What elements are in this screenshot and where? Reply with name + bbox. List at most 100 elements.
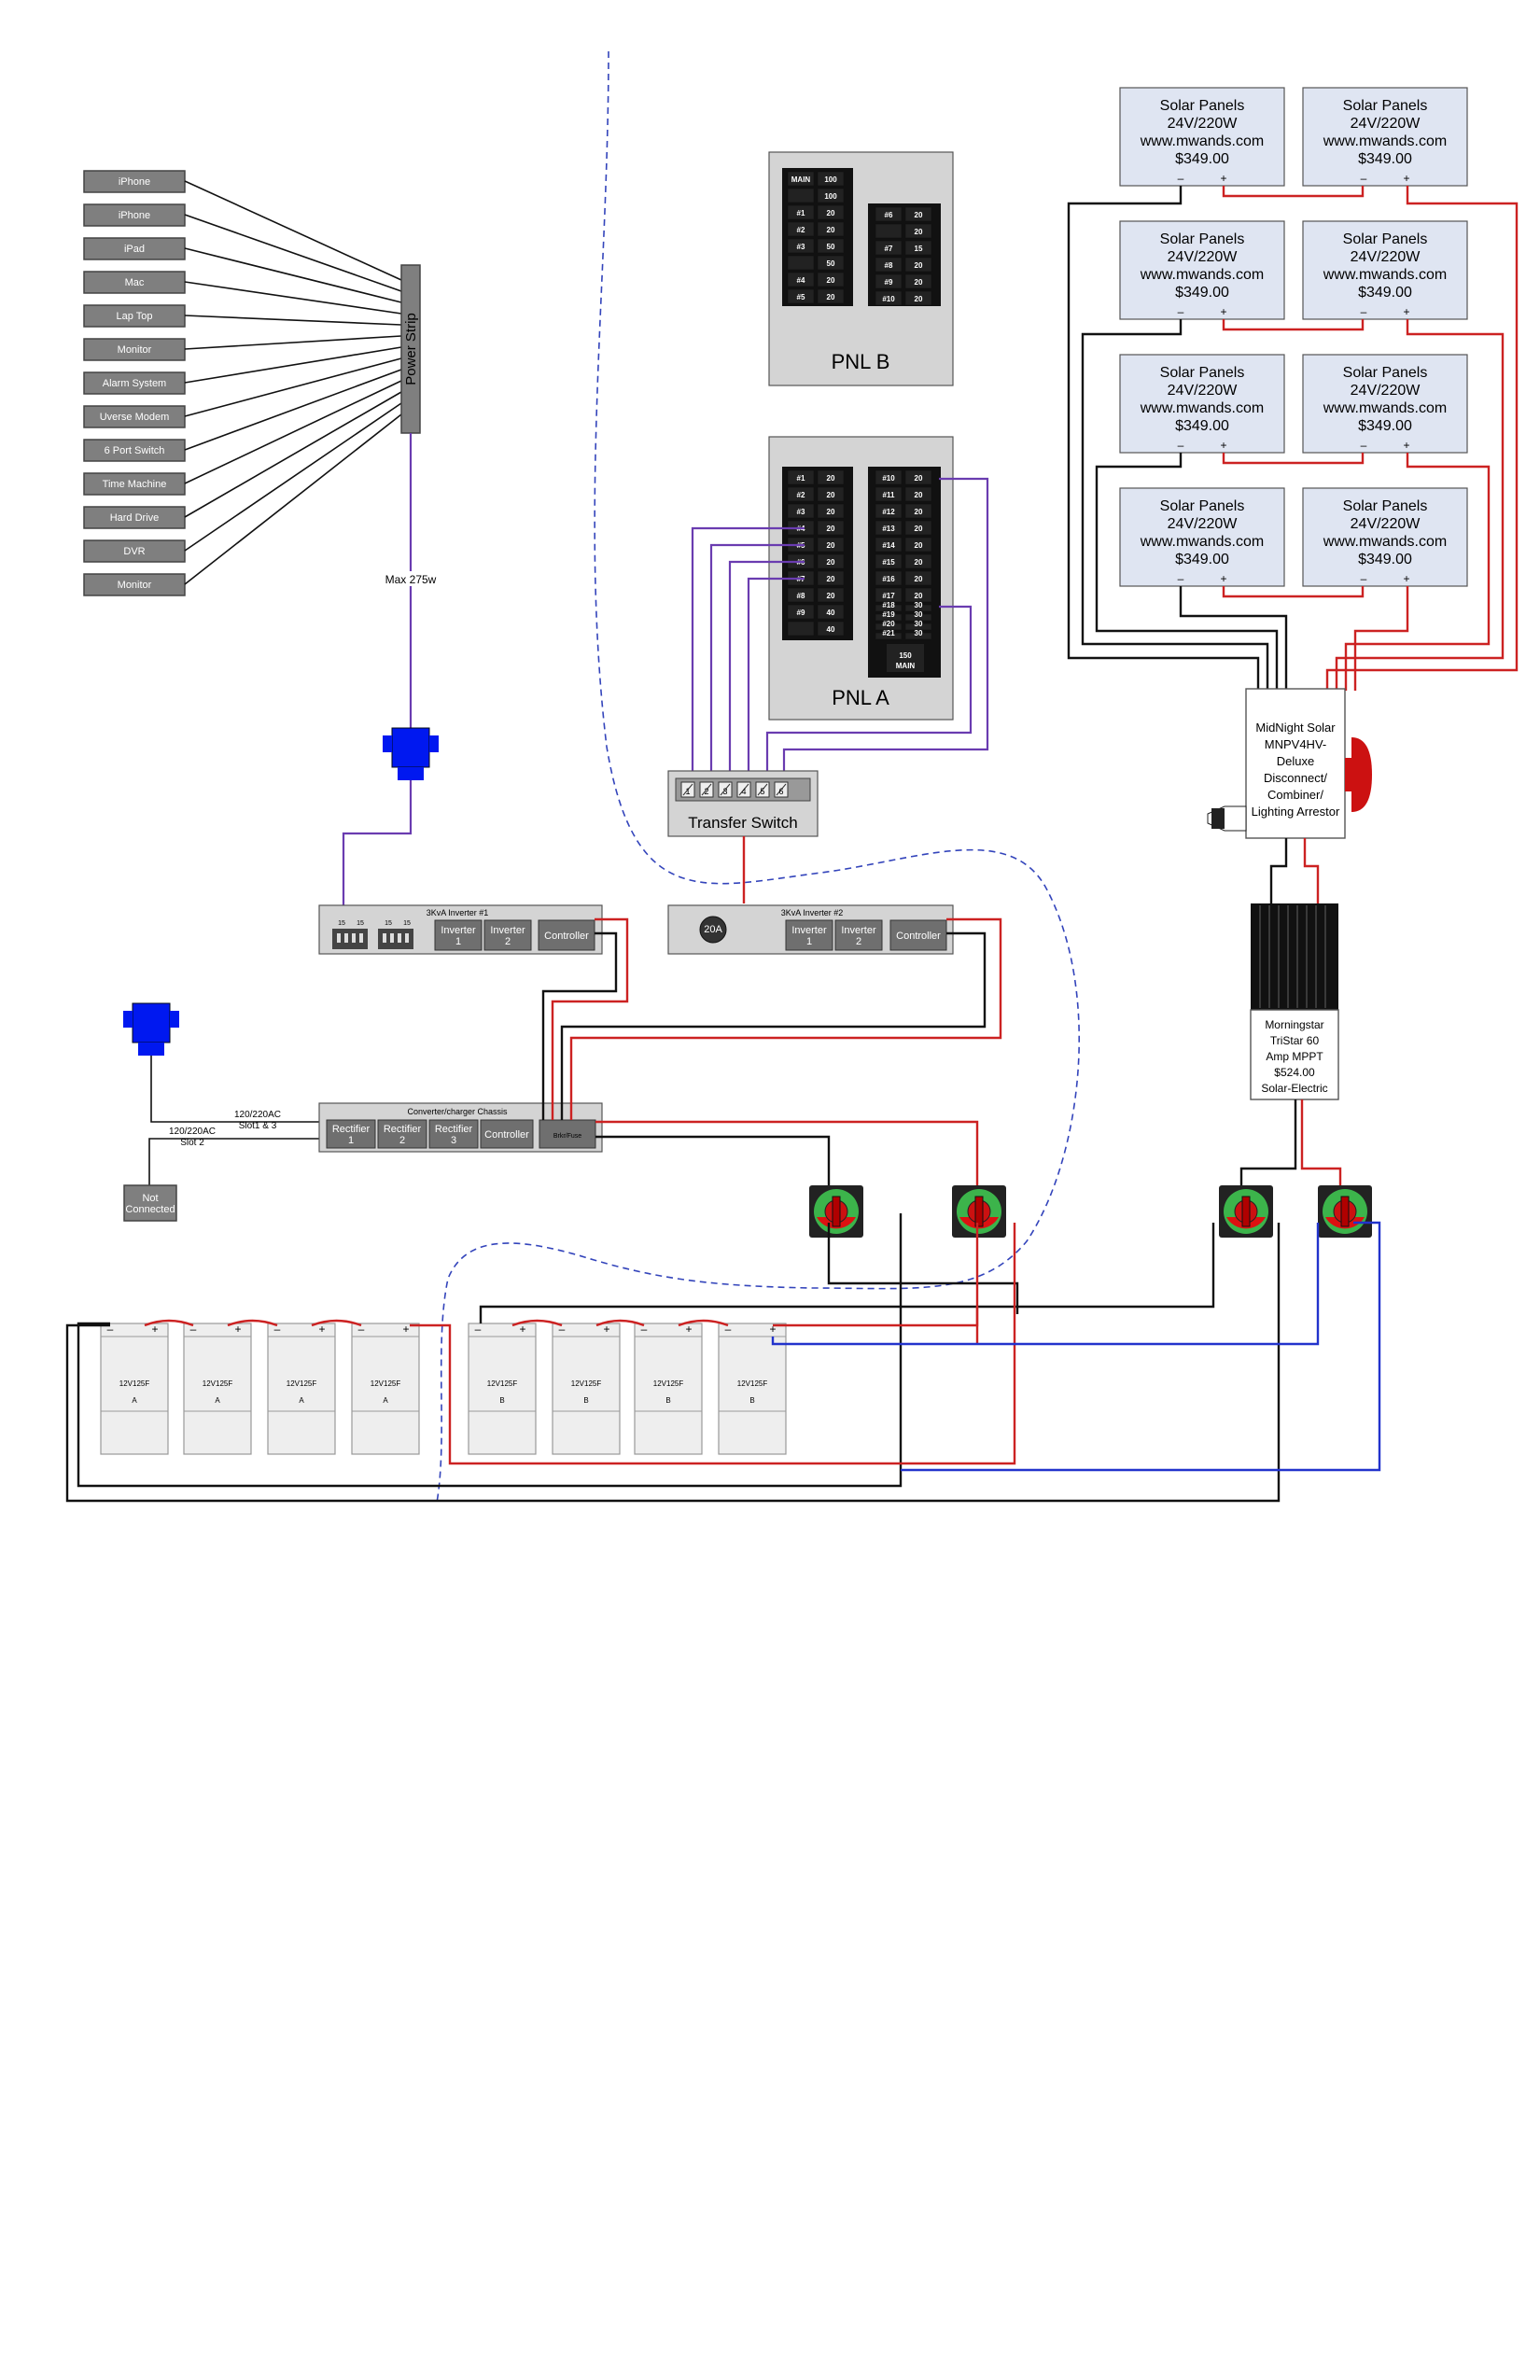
transfer-port-label: 2 bbox=[704, 787, 708, 796]
solar-panel: Solar Panels24V/220Wwww.mwands.com$349.0… bbox=[1119, 87, 1285, 187]
device-box: iPad bbox=[83, 237, 186, 260]
solar-panel-text: Solar Panels bbox=[1160, 365, 1245, 381]
device-cable bbox=[184, 247, 402, 303]
inverter-1: 3KvA Inverter #1 15 15 15 15 Inverter 1 … bbox=[318, 904, 603, 955]
breaker-id: #8 bbox=[797, 592, 805, 600]
breaker-amps: 15 bbox=[915, 245, 923, 253]
battery-switch-icon[interactable] bbox=[1219, 1185, 1273, 1238]
breaker-amps: 20 bbox=[827, 474, 835, 483]
breaker-id: #8 bbox=[885, 261, 893, 270]
breaker-amps: 30 bbox=[915, 620, 923, 628]
morningstar-text: $524.00 bbox=[1274, 1066, 1315, 1079]
transfer-port-label: 4 bbox=[741, 787, 746, 796]
breaker-id: #15 bbox=[882, 558, 895, 567]
breaker-amps: 20 bbox=[915, 592, 923, 600]
solar-wiring bbox=[1067, 186, 1519, 691]
device-label: Monitor bbox=[118, 580, 152, 591]
breaker: #19 30 bbox=[875, 610, 932, 622]
battery-neg: – bbox=[107, 1323, 114, 1336]
solar-panel-text: 24V/220W bbox=[1351, 249, 1421, 265]
solar-panel-text: $349.00 bbox=[1175, 552, 1229, 567]
device-box: 6 Port Switch bbox=[83, 439, 186, 462]
breaker: 40 bbox=[787, 621, 845, 637]
breaker-amps: 50 bbox=[827, 259, 835, 268]
breaker-id: #19 bbox=[882, 610, 895, 619]
breaker-id: #17 bbox=[882, 592, 895, 600]
rectifier-3-num: 3 bbox=[451, 1135, 456, 1146]
breaker: #20 30 bbox=[875, 620, 932, 631]
device-label: DVR bbox=[123, 546, 145, 557]
device-box: Time Machine bbox=[83, 472, 186, 496]
breaker-id: #14 bbox=[882, 541, 895, 550]
midnight-text: MNPV4HV- bbox=[1265, 737, 1326, 751]
device-cable bbox=[184, 346, 402, 384]
solar-panel-text: www.mwands.com bbox=[1323, 534, 1447, 550]
solar-panel: Solar Panels24V/220Wwww.mwands.com$349.0… bbox=[1119, 354, 1285, 454]
battery-switch-icon[interactable] bbox=[809, 1185, 863, 1238]
breaker-amps: 20 bbox=[915, 228, 923, 236]
solar-panel: Solar Panels24V/220Wwww.mwands.com$349.0… bbox=[1302, 220, 1468, 320]
breaker-id: #20 bbox=[882, 620, 895, 628]
solar-panel-text: Solar Panels bbox=[1160, 98, 1245, 114]
battery-model: 12V125F bbox=[653, 1379, 684, 1388]
battery-link bbox=[144, 1319, 194, 1327]
breaker-amps: 20 bbox=[827, 541, 835, 550]
solar-panel-neg: – bbox=[1178, 305, 1184, 318]
not-connected-box: Not Connected bbox=[123, 1184, 177, 1222]
morningstar-text: Amp MPPT bbox=[1266, 1050, 1323, 1063]
battery-switch-icon[interactable] bbox=[952, 1185, 1006, 1238]
not-connected-text: Not bbox=[142, 1193, 158, 1204]
solar-panel-pos: + bbox=[1403, 305, 1409, 318]
battery-bank-label: B bbox=[665, 1396, 670, 1405]
battery-model: 12V125F bbox=[371, 1379, 401, 1388]
breaker-amps: 20 bbox=[915, 525, 923, 533]
transfer-port: 2 bbox=[699, 781, 714, 798]
converter-controller: Controller bbox=[484, 1129, 529, 1141]
solar-panel: Solar Panels24V/220Wwww.mwands.com$349.0… bbox=[1302, 87, 1468, 187]
solar-panel-text: www.mwands.com bbox=[1140, 400, 1264, 416]
solar-panel-pos: + bbox=[1220, 305, 1226, 318]
device-label: Time Machine bbox=[103, 479, 167, 490]
inverter-2-dial: 20A bbox=[704, 924, 722, 935]
device-box: Lap Top bbox=[83, 304, 186, 328]
converter-charger: Converter/charger Chassis Rectifier 1 Re… bbox=[318, 1102, 603, 1153]
breaker-amps: 30 bbox=[915, 610, 923, 619]
outlet-label: 15 bbox=[338, 920, 345, 927]
solar-panel-text: Solar Panels bbox=[1343, 98, 1428, 114]
battery-link bbox=[511, 1319, 563, 1327]
battery-model: 12V125F bbox=[571, 1379, 602, 1388]
battery-bank-label: A bbox=[132, 1396, 137, 1405]
breaker-amps: 20 bbox=[827, 276, 835, 285]
device-cable bbox=[184, 413, 402, 585]
breaker-amps: 20 bbox=[827, 293, 835, 301]
device-box: Mac bbox=[83, 271, 186, 294]
midnight-combiner: MidNight SolarMNPV4HV-DeluxeDisconnect/C… bbox=[1207, 688, 1372, 839]
battery-pos: + bbox=[234, 1323, 241, 1336]
inverter-2-module-2: Inverter bbox=[841, 925, 876, 936]
battery-switch-icon[interactable] bbox=[1318, 1185, 1372, 1238]
breaker-amps: 20 bbox=[915, 491, 923, 499]
breaker-id: #6 bbox=[885, 211, 893, 219]
panel-a-title: PNL A bbox=[832, 686, 889, 709]
device-cable bbox=[184, 357, 402, 417]
rectifier-3: Rectifier bbox=[435, 1124, 473, 1135]
breaker-amps: 20 bbox=[827, 592, 835, 600]
breaker-id: #3 bbox=[797, 243, 805, 251]
device-label: Lap Top bbox=[117, 311, 153, 322]
battery-pos: + bbox=[519, 1323, 525, 1336]
breaker-id: #10 bbox=[882, 295, 895, 303]
breaker-amps: 20 bbox=[915, 474, 923, 483]
ac-label-a-slot: Slot1 & 3 bbox=[239, 1121, 277, 1131]
breaker-id: #11 bbox=[883, 491, 895, 499]
solar-panel: Solar Panels24V/220Wwww.mwands.com$349.0… bbox=[1302, 354, 1468, 454]
battery-bank-label: B bbox=[583, 1396, 588, 1405]
solar-panel-neg: – bbox=[1178, 572, 1184, 585]
